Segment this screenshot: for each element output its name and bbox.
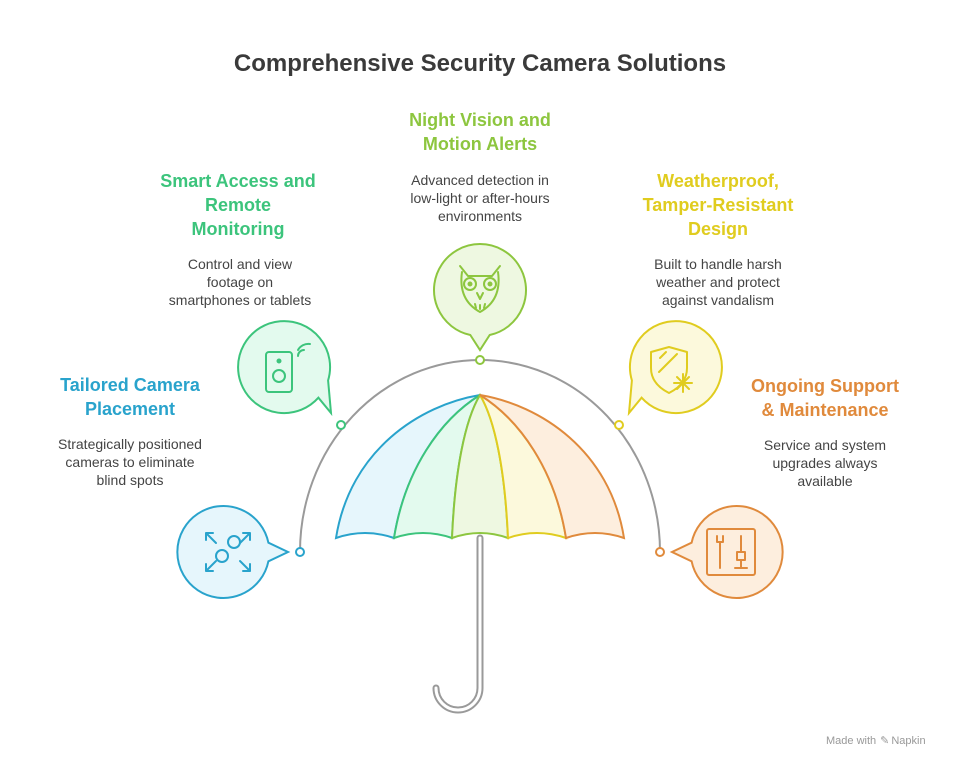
feature-heading-4-line-2: Tamper-Resistant — [642, 195, 794, 215]
feature-bubble-5 — [669, 505, 784, 599]
feature-description-4-line-2: weather and protect — [656, 274, 780, 290]
connector-dot-3 — [475, 355, 485, 365]
handle-outline — [432, 534, 484, 714]
feature-heading-2-line-2: Remote — [204, 195, 271, 215]
feature-description-1: Strategically positioned cameras to elim… — [30, 435, 230, 489]
feature-description-2: Control and view footage on smartphones … — [140, 255, 340, 309]
smart-doorbell-icon — [265, 342, 311, 393]
expand-arrows-icon — [205, 532, 251, 572]
credit-prefix: Made with — [826, 735, 877, 747]
feature-description-1-line-3: blind spots — [96, 472, 164, 488]
page-title: Comprehensive Security Camera Solutions — [233, 50, 727, 77]
connector-dot-5 — [655, 547, 665, 557]
feature-heading-1: Tailored Camera Placement — [30, 373, 230, 421]
shield-snowflake-icon — [650, 346, 693, 394]
feature-heading-2-line-1: Smart Access and — [160, 171, 316, 191]
connector-dot-1 — [295, 547, 305, 557]
feature-heading-5-line-1: Ongoing Support — [751, 376, 899, 396]
feature-heading-5-line-2: & Maintenance — [761, 400, 889, 420]
napkin-logo-icon: ✎ — [880, 735, 890, 747]
napkin-credit[interactable]: Made with✎Napkin — [826, 734, 926, 747]
feature-description-3-line-2: low-light or after-hours — [410, 190, 550, 206]
feature-heading-1-line-1: Tailored Camera — [60, 375, 200, 395]
feature-description-2-line-1: Control and view — [187, 256, 293, 272]
feature-description-5-line-3: available — [797, 473, 853, 489]
feature-bubble-2 — [237, 320, 333, 417]
feature-heading-1-line-2: Placement — [84, 399, 176, 419]
feature-bubble-4 — [627, 320, 723, 417]
feature-heading-4-line-1: Weatherproof, — [657, 171, 779, 191]
feature-bubble-3 — [433, 243, 527, 352]
feature-heading-5: Ongoing Support & Maintenance — [725, 374, 925, 422]
umbrella-canopy — [334, 393, 626, 540]
feature-description-4-line-1: Built to handle harsh — [654, 256, 782, 272]
feature-description-2-line-3: smartphones or tablets — [168, 292, 312, 308]
feature-heading-3-line-2: Motion Alerts — [422, 134, 538, 154]
feature-heading-4-line-3: Design — [687, 219, 748, 239]
feature-heading-3-line-1: Night Vision and — [409, 110, 551, 130]
feature-heading-2-line-3: Monitoring — [191, 219, 285, 239]
credit-brand: Napkin — [891, 735, 926, 747]
canopy-panel-orange — [479, 394, 626, 540]
umbrella-handle — [432, 534, 484, 714]
feature-description-3: Advanced detection in low-light or after… — [378, 171, 582, 225]
feature-description-5: Service and system upgrades always avail… — [725, 436, 925, 490]
feature-description-4: Built to handle harsh weather and protec… — [618, 255, 818, 309]
connector-dot-4 — [614, 420, 624, 430]
feature-description-3-line-3: environments — [437, 208, 523, 224]
feature-description-5-line-1: Service and system — [763, 437, 887, 453]
feature-heading-4: Weatherproof, Tamper-Resistant Design — [618, 169, 818, 241]
feature-description-4-line-3: against vandalism — [661, 292, 775, 308]
owl-icon — [459, 265, 501, 313]
feature-description-5-line-2: upgrades always — [772, 455, 878, 471]
feature-heading-3: Night Vision and Motion Alerts — [378, 108, 582, 156]
feature-description-3-line-1: Advanced detection in — [411, 172, 549, 188]
feature-description-1-line-1: Strategically positioned — [58, 436, 202, 452]
connector-dot-2 — [336, 420, 346, 430]
wrench-screwdriver-icon — [706, 528, 756, 576]
feature-heading-2: Smart Access and Remote Monitoring — [138, 169, 338, 241]
feature-description-2-line-2: footage on — [206, 274, 274, 290]
handle-fill — [434, 536, 482, 712]
feature-description-1-line-2: cameras to eliminate — [65, 454, 195, 470]
feature-bubble-1 — [176, 505, 291, 599]
